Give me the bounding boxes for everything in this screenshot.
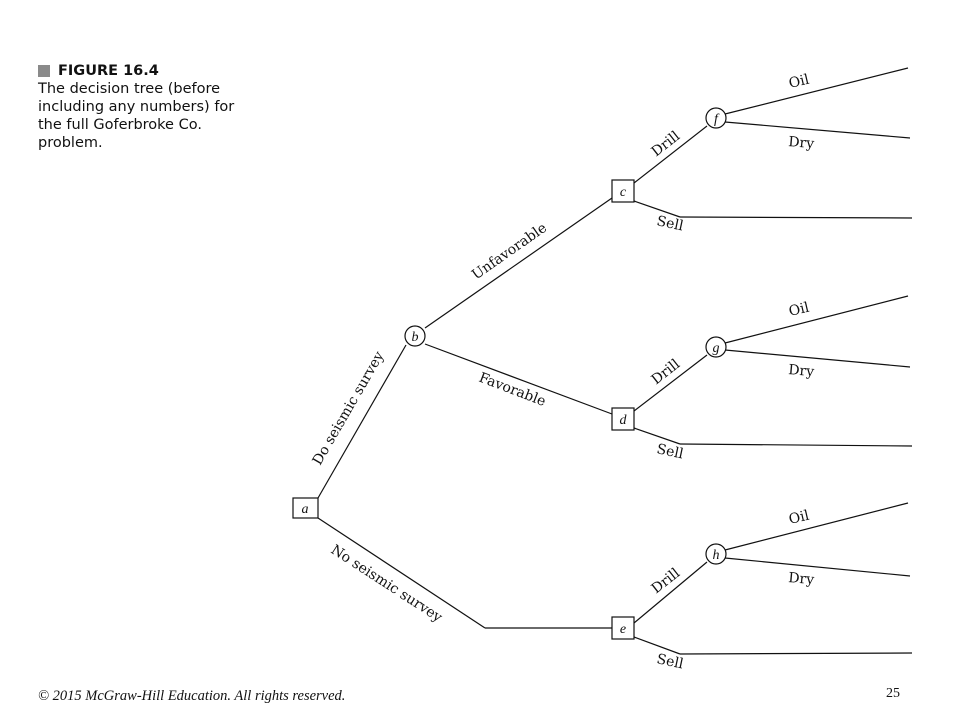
branch-e-drill-line (633, 561, 708, 624)
label-drill-d: Drill (649, 356, 684, 388)
node-label-b: b (412, 330, 419, 345)
branch-d-sell-tail-line (679, 443, 913, 447)
decision-node-c (611, 179, 635, 203)
decision-node-e (611, 616, 635, 640)
label-drill-c: Drill (649, 128, 684, 160)
branch-e-sell-line (633, 636, 681, 655)
node-label-e: e (620, 622, 626, 637)
chance-node-b (404, 325, 426, 347)
label-dry-f: Dry (788, 134, 815, 152)
figure-label: FIGURE 16.4 (58, 63, 159, 79)
label-unfavorable: Unfavorable (469, 220, 550, 283)
page-number: 25 (886, 686, 900, 701)
label-drill-e: Drill (649, 565, 684, 597)
branch-no-survey-line (317, 517, 486, 629)
decision-node-d (611, 407, 635, 431)
node-label-c: c (620, 185, 627, 200)
branch-c-sell-tail-line (679, 216, 913, 219)
label-no-seismic-survey: No seismic survey (328, 542, 445, 626)
chance-node-h (705, 543, 727, 565)
branch-g-dry-line (724, 349, 911, 368)
branch-c-sell-line (633, 200, 681, 218)
branch-d-drill-line (633, 354, 708, 412)
node-label-h: h (713, 548, 720, 563)
copyright-notice: © 2015 McGraw-Hill Education. All rights… (38, 688, 346, 704)
chance-node-f (705, 107, 727, 129)
decision-node-a (292, 497, 319, 519)
label-favorable: Favorable (477, 370, 548, 410)
label-sell-d: Sell (655, 441, 685, 462)
label-sell-e: Sell (655, 651, 685, 672)
branch-do-survey-line (317, 344, 407, 499)
label-do-seismic-survey: Do seismic survey (310, 349, 388, 468)
label-dry-g: Dry (788, 362, 815, 380)
node-label-d: d (620, 413, 628, 428)
branch-c-drill-line (633, 125, 708, 184)
label-sell-c: Sell (655, 213, 685, 234)
branch-f-oil-line (724, 67, 909, 115)
figure-caption: FIGURE 16.4 The decision tree (before in… (38, 62, 260, 152)
node-label-f: f (714, 112, 720, 127)
node-label-a: a (302, 502, 309, 517)
node-label-g: g (713, 341, 720, 356)
label-dry-h: Dry (788, 570, 815, 588)
branch-unfavorable-line (424, 197, 613, 329)
branch-e-sell-tail-line (679, 652, 913, 655)
figure-caption-text: The decision tree (before including any … (38, 81, 235, 151)
branch-h-oil-line (724, 502, 909, 551)
chance-node-g (705, 336, 727, 358)
label-oil-h: Oil (787, 508, 811, 528)
branch-f-dry-line (724, 121, 911, 139)
label-oil-f: Oil (787, 72, 811, 92)
branch-favorable-line (424, 343, 613, 415)
figure-heading: FIGURE 16.4 (38, 62, 260, 80)
branch-d-sell-line (633, 427, 681, 445)
branch-h-dry-line (724, 557, 911, 577)
branch-g-oil-line (724, 295, 909, 344)
label-oil-g: Oil (787, 300, 811, 320)
figure-marker-icon (38, 65, 50, 77)
